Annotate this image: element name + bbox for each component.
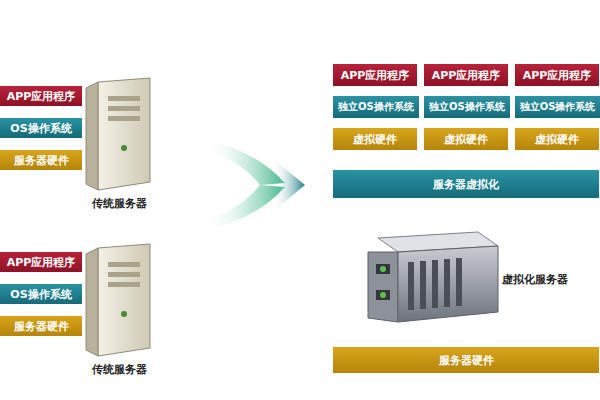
tower-server [86, 244, 150, 356]
app-layer: APP应用程序 [0, 86, 82, 106]
layer-label: 服务器虚拟化 [433, 177, 499, 192]
os-layer: 独立OS操作系统 [424, 96, 510, 118]
layer-label: 服务器硬件 [439, 353, 494, 368]
os-layer: 独立OS操作系统 [333, 96, 419, 118]
app-layer: APP应用程序 [0, 252, 82, 272]
os-layer: 独立OS操作系统 [515, 96, 600, 118]
hardware-layer: 服务器硬件 [0, 150, 82, 170]
layer-label: APP应用程序 [7, 255, 76, 270]
layer-label: 服务器硬件 [14, 153, 69, 168]
layer-label: 独立OS操作系统 [338, 100, 414, 114]
virtualization-band: 服务器虚拟化 [333, 170, 599, 198]
layer-label: APP应用程序 [523, 68, 592, 83]
app-layer: APP应用程序 [333, 64, 417, 86]
layer-label: 虚拟硬件 [444, 132, 488, 147]
layer-label: 独立OS操作系统 [429, 100, 505, 114]
rack-server [368, 232, 498, 322]
layer-label: OS操作系统 [10, 121, 71, 136]
hardware-layer: 服务器硬件 [0, 316, 82, 336]
virtual-hardware-layer: 虚拟硬件 [424, 128, 508, 150]
layer-label: 服务器硬件 [14, 319, 69, 334]
layer-label: 虚拟硬件 [535, 132, 579, 147]
virtual-hardware-layer: 虚拟硬件 [333, 128, 417, 150]
tower-server [86, 78, 150, 190]
os-layer: OS操作系统 [0, 284, 82, 304]
layer-label: APP应用程序 [432, 68, 501, 83]
server-caption: 传统服务器 [92, 196, 147, 211]
hardware-band: 服务器硬件 [333, 347, 599, 373]
layer-label: 虚拟硬件 [353, 132, 397, 147]
virtual-hardware-layer: 虚拟硬件 [515, 128, 599, 150]
layer-label: APP应用程序 [341, 68, 410, 83]
server-caption: 虚拟化服务器 [502, 272, 568, 287]
layer-label: APP应用程序 [7, 89, 76, 104]
server-caption: 传统服务器 [92, 362, 147, 377]
layer-label: 独立OS操作系统 [520, 100, 596, 114]
app-layer: APP应用程序 [515, 64, 599, 86]
layer-label: OS操作系统 [10, 287, 71, 302]
transition-arrow [205, 140, 305, 230]
os-layer: OS操作系统 [0, 118, 82, 138]
app-layer: APP应用程序 [424, 64, 508, 86]
